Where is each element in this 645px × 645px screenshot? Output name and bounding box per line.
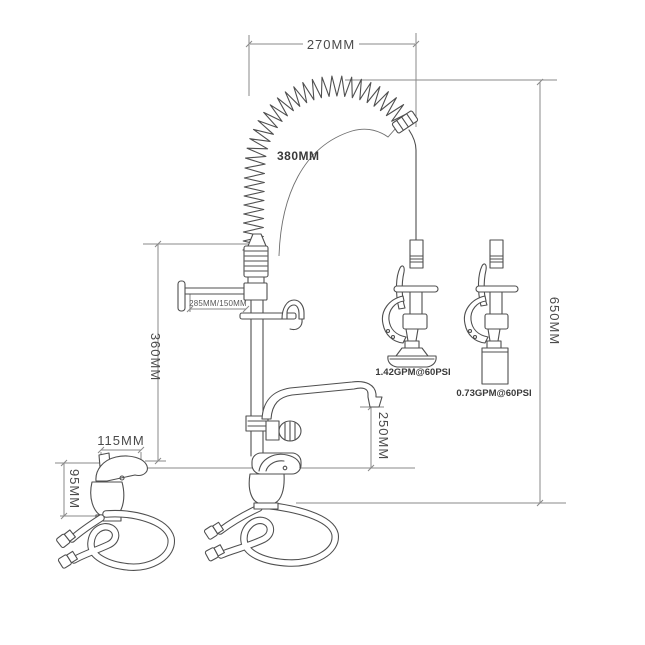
dim-tick: [60, 512, 68, 520]
dim-label-handle-length: 115MM: [97, 433, 144, 448]
flow-label-main-spray: 1.42GPM@60PSI: [375, 367, 450, 378]
dim-tick: [536, 78, 544, 86]
inner-hose-arc: [278, 127, 397, 257]
dim-tick: [154, 240, 162, 248]
hose-end-fitting: [204, 544, 225, 562]
dim-label-top-width: 270MM: [307, 37, 355, 52]
main-supply-hose: [203, 501, 339, 567]
dim-label-bracket-reach: 285MM/150MM: [189, 299, 247, 308]
hose-coupling: [391, 110, 419, 134]
spray-face: [387, 355, 437, 368]
faucet-body: [248, 452, 302, 510]
dim-label-spring-hose: 380MM: [277, 149, 320, 163]
nozzle-cylinder: [481, 347, 509, 385]
hose-end-fitting: [56, 529, 76, 549]
dim-tick: [245, 40, 253, 48]
wall-bracket: [177, 280, 268, 312]
dim-tick: [137, 446, 145, 454]
hose-end-fitting: [57, 550, 78, 569]
faucet-drawing: [56, 75, 519, 571]
hanging-hook: [239, 299, 305, 331]
dim-tick: [60, 459, 68, 467]
spring-coil: [242, 75, 411, 251]
handle-assembly: [56, 452, 175, 571]
dim-tick: [186, 305, 194, 313]
dim-label-spout-height: 250MM: [376, 412, 391, 460]
down-hose: [408, 129, 417, 241]
dimension-labels: 270MM 380MM 360MM 285MM/150MM 650MM 250M…: [67, 37, 562, 509]
spout-valve: [245, 415, 302, 442]
dim-tick: [412, 40, 420, 48]
spring-base-coupler: [243, 233, 269, 285]
flow-label-low-flow-spray: 0.73GPM@60PSI: [456, 388, 531, 399]
lever-handle: [258, 453, 301, 472]
spray-lever: [477, 263, 488, 307]
dim-label-handle-height: 95MM: [67, 469, 82, 509]
dim-label-overall-height: 650MM: [547, 297, 562, 345]
dim-tick: [242, 305, 250, 313]
spray-grip: [463, 295, 489, 344]
hose-end-fitting: [203, 521, 224, 540]
lever-handle: [95, 455, 148, 482]
dim-tick: [97, 446, 105, 454]
spray-grip: [381, 295, 407, 344]
swing-spout: [261, 381, 383, 420]
spray-head-main: [381, 239, 439, 368]
dim-tick: [367, 464, 375, 472]
dim-label-riser-height: 360MM: [148, 333, 163, 381]
spray-head-low-flow: [463, 239, 519, 385]
